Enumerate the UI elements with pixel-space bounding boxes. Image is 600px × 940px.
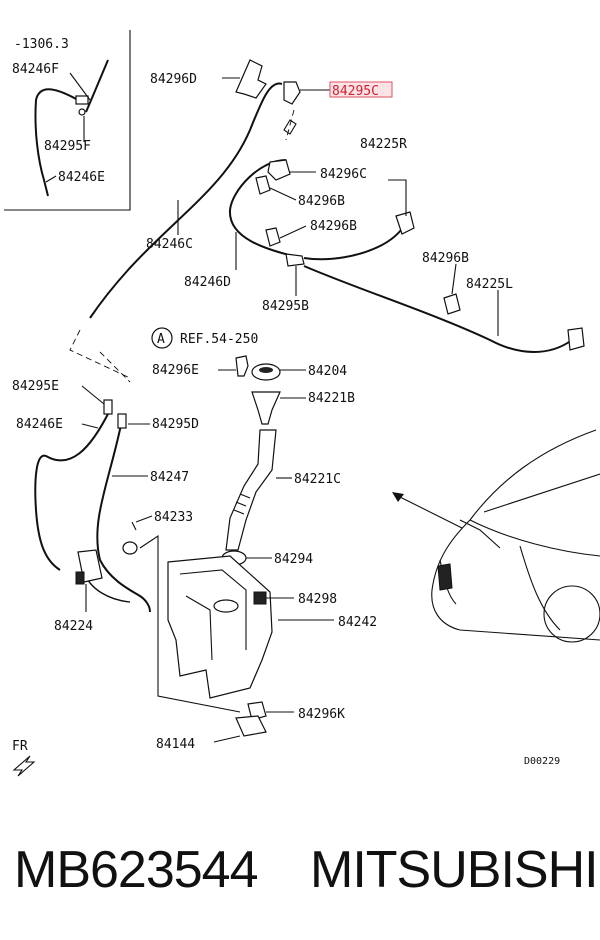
clip-84296b-1: [255, 175, 271, 195]
part-number: MB623544: [14, 841, 259, 899]
vehicle-locator-sketch: [392, 429, 600, 643]
parts-diagram: -1306.3 84246F 84295F 84246E: [4, 30, 600, 777]
label-84296k: 84296K: [298, 707, 345, 722]
label-84296b-3: 84296B: [422, 251, 469, 266]
label-84224: 84224: [54, 619, 93, 634]
joint-84295e: [103, 399, 113, 415]
label-84221c: 84221C: [294, 472, 341, 487]
inset-label-84246e: 84246E: [58, 170, 105, 185]
nozzle-84225r: [395, 211, 415, 235]
lower-left-labels: 84295E 84246E 84295D 84247 84233 84224: [12, 379, 199, 634]
label-84246c: 84246C: [146, 237, 193, 252]
label-84204: 84204: [308, 364, 347, 379]
front-label: FR: [12, 739, 28, 754]
label-84296b-1: 84296B: [298, 194, 345, 209]
inset-date-label: -1306.3: [14, 37, 69, 52]
clip-84296b-2: [265, 227, 281, 247]
bolt-84298: [253, 591, 267, 605]
inset-label-84246f: 84246F: [12, 62, 59, 77]
front-direction-marker: FR: [12, 739, 36, 777]
brand-name: MITSUBISHI: [310, 841, 599, 899]
grommet-84233: [122, 541, 138, 555]
label-84246e: 84246E: [16, 417, 63, 432]
label-84225l: 84225L: [466, 277, 513, 292]
label-84246d: 84246D: [184, 275, 231, 290]
label-84295d: 84295D: [152, 417, 199, 432]
ref-text: REF.54-250: [180, 332, 258, 347]
label-84221b: 84221B: [308, 391, 355, 406]
joint-84295b: [285, 253, 305, 267]
label-84247: 84247: [150, 470, 189, 485]
label-84233: 84233: [154, 510, 193, 525]
label-84296c: 84296C: [320, 167, 367, 182]
label-84225r: 84225R: [360, 137, 407, 152]
filler-pipe-84221c: [225, 429, 277, 551]
sensor-84144: [235, 715, 267, 737]
label-84144: 84144: [156, 737, 195, 752]
diagram-code: D00229: [524, 756, 560, 767]
front-arrow-icon: [12, 755, 36, 777]
joint-84295c: [283, 81, 301, 105]
label-84298: 84298: [298, 592, 337, 607]
reservoir-labels: 84296E 84204 84221B 84221C 84294 84298 8…: [152, 363, 377, 752]
label-84296b-2: 84296B: [310, 219, 357, 234]
ref-marker-letter: A: [157, 332, 165, 347]
caption-bar: MB623544 MITSUBISHI: [0, 820, 600, 940]
lower-hose-assembly: [34, 385, 153, 613]
inset-panel: -1306.3 84246F 84295F 84246E: [4, 30, 131, 211]
label-84294: 84294: [274, 552, 313, 567]
clip-84296k: [247, 701, 267, 721]
nozzle-84225l: [567, 327, 585, 351]
label-84295e: 84295E: [12, 379, 59, 394]
joint-84295d: [117, 413, 127, 429]
bracket-84296d: [235, 59, 267, 99]
inset-hose: [34, 59, 109, 197]
clip-84296c: [267, 159, 291, 181]
top-hose-assembly: [89, 59, 585, 353]
label-84242: 84242: [338, 615, 377, 630]
label-84295c: 84295C: [332, 84, 379, 99]
clip-84296b-3: [443, 293, 461, 315]
filler-84221b: [251, 391, 281, 425]
top-labels: 84296D 84295C 84225R 84296C 84296B 84296…: [146, 72, 513, 314]
reservoir-assembly: [167, 355, 334, 743]
label-84296d: 84296D: [150, 72, 197, 87]
tank-84242: [167, 555, 273, 699]
clip-84296e: [235, 355, 249, 377]
ref-marker: A REF.54-250: [151, 327, 258, 349]
inset-label-84295f: 84295F: [44, 139, 91, 154]
highlight-box: [329, 81, 393, 98]
label-84295b: 84295B: [262, 299, 309, 314]
label-84296e: 84296E: [152, 363, 199, 378]
